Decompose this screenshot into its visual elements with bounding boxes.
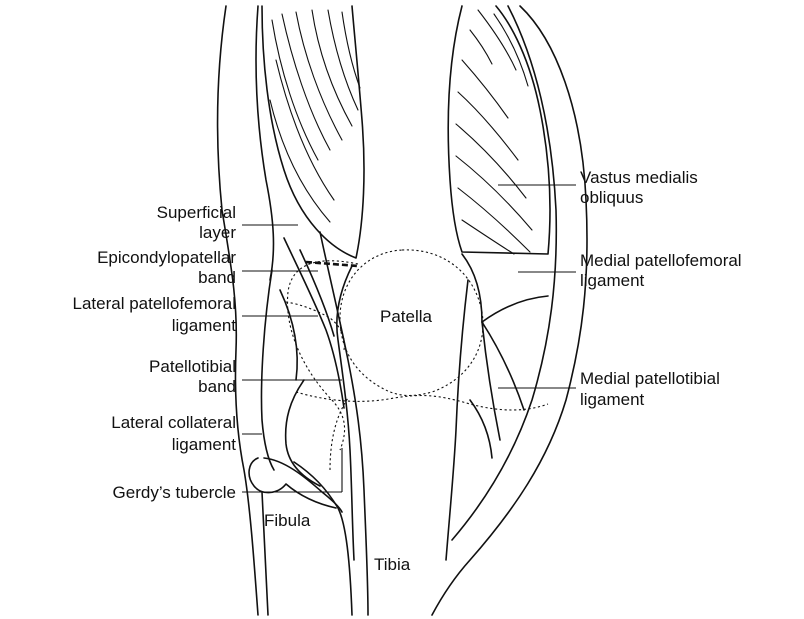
label-vastus-medialis: Vastus medialis obliquus (580, 168, 698, 207)
svg-text:Lateral patellofemoral: Lateral patellofemoral (73, 294, 236, 313)
label-fibula: Fibula (264, 511, 311, 530)
label-superficial-layer: Superficial layer (157, 203, 237, 242)
svg-text:ligament: ligament (580, 390, 645, 409)
label-gerdys-tubercle: Gerdy’s tubercle (113, 483, 236, 502)
svg-text:Superficial: Superficial (157, 203, 236, 222)
medial-lower-contour (446, 280, 468, 560)
fibula-head-line (264, 458, 342, 512)
svg-text:Medial patellotibial: Medial patellotibial (580, 369, 720, 388)
svg-text:Epicondylopatellar: Epicondylopatellar (97, 248, 236, 267)
label-lateral-patellofemoral: Lateral patellofemoral ligament (73, 294, 237, 335)
svg-text:obliquus: obliquus (580, 188, 643, 207)
svg-text:ligament: ligament (172, 316, 237, 335)
label-patella: Patella (380, 307, 433, 326)
tibia-lateral-edge (294, 462, 352, 615)
lateral-ligament-line-2 (320, 232, 368, 615)
label-tibia: Tibia (374, 555, 411, 574)
medial-pf-fan-2 (482, 322, 524, 410)
svg-text:Medial patellofemoral: Medial patellofemoral (580, 251, 742, 270)
svg-text:band: band (198, 377, 236, 396)
label-medial-patellotibial: Medial patellotibial ligament (580, 369, 720, 409)
thigh-lateral-inner-outline (256, 6, 273, 280)
patellotibial-band (337, 266, 354, 560)
medial-pf-fan-3 (482, 322, 500, 440)
label-patellotibial-band: Patellotibial band (149, 357, 236, 396)
medial-thigh-outline (432, 6, 587, 615)
iliotibial-curve (286, 380, 320, 486)
lateral-ligament-line (261, 270, 274, 470)
medial-pt-band (470, 400, 492, 458)
svg-text:ligament: ligament (580, 271, 645, 290)
lateral-muscle-outline (262, 6, 364, 258)
medial-pf-fan-1 (482, 296, 548, 322)
label-lateral-collateral: Lateral collateral ligament (111, 413, 236, 454)
svg-text:Vastus medialis: Vastus medialis (580, 168, 698, 187)
svg-text:band: band (198, 268, 236, 287)
svg-text:Lateral collateral: Lateral collateral (111, 413, 236, 432)
label-epicondylopatellar-band: Epicondylopatellar band (97, 248, 236, 287)
lateral-muscle-fibers (270, 10, 360, 222)
label-medial-patellofemoral: Medial patellofemoral ligament (580, 251, 742, 290)
lateral-curve-upper (280, 290, 297, 380)
svg-text:ligament: ligament (172, 435, 237, 454)
capsule-dotted-lateral (286, 302, 344, 350)
svg-text:Patellotibial: Patellotibial (149, 357, 236, 376)
svg-text:layer: layer (199, 223, 236, 242)
capsule-dotted-lower (296, 392, 548, 410)
